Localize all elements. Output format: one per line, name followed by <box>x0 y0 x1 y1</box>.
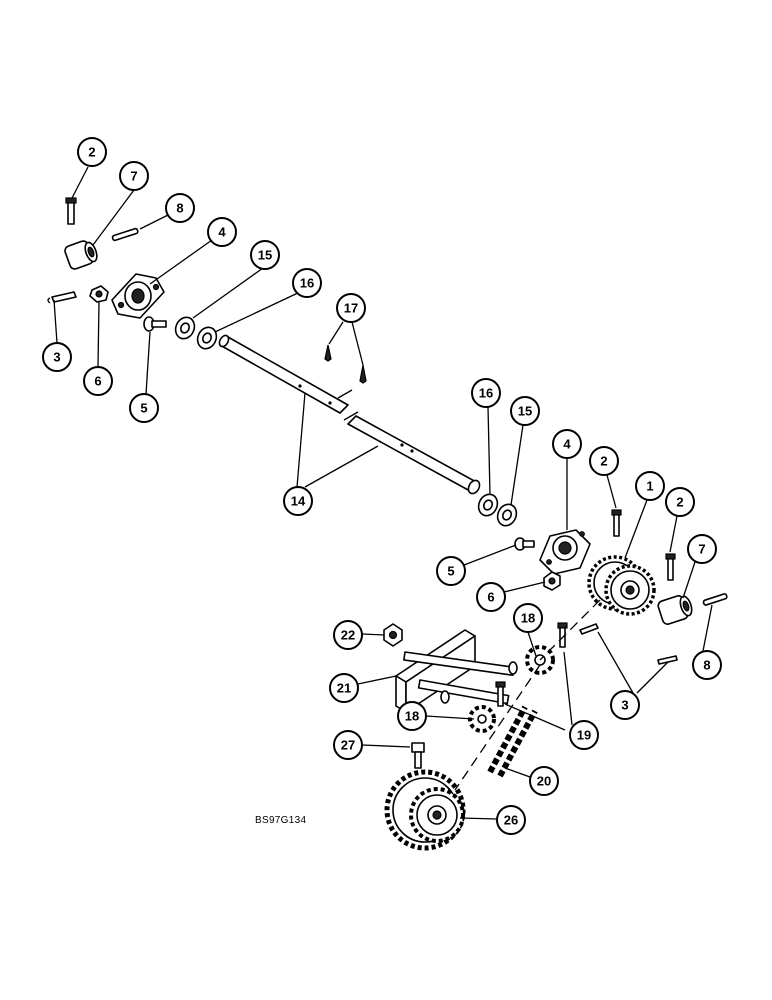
callout-balloon: 5 <box>436 556 466 586</box>
svg-text:16: 16 <box>300 276 314 291</box>
assembly-line-a <box>539 599 601 661</box>
callout-balloon: 27 <box>333 730 363 760</box>
cotter-pin-right-a <box>579 623 599 635</box>
callout-balloon: 18 <box>397 701 427 731</box>
svg-text:8: 8 <box>703 658 710 673</box>
screws-17 <box>324 344 367 384</box>
svg-text:3: 3 <box>53 350 60 365</box>
callout-balloon: 16 <box>292 268 322 298</box>
bolt-upper-left <box>65 197 77 225</box>
svg-text:5: 5 <box>140 401 147 416</box>
callout-balloon: 21 <box>329 673 359 703</box>
sprocket-lower <box>384 769 466 851</box>
svg-text:27: 27 <box>341 738 355 753</box>
idler-bracket <box>395 629 518 713</box>
callout-balloon: 2 <box>77 137 107 167</box>
washer-right-16 <box>477 493 499 517</box>
callout-balloon: 1 <box>635 471 665 501</box>
callout-balloon: 22 <box>333 620 363 650</box>
bolt-27 <box>411 742 425 769</box>
nut-upper-left <box>89 285 109 303</box>
roll-pin-right <box>702 593 728 606</box>
callout-balloon: 17 <box>336 293 366 323</box>
svg-text:4: 4 <box>218 225 226 240</box>
figure-reference-code: BS97G134 <box>255 815 307 826</box>
washer-upper-left-16 <box>196 326 218 350</box>
svg-text:4: 4 <box>563 437 571 452</box>
callout-balloon: 18 <box>513 603 543 633</box>
callout-balloon: 15 <box>510 396 540 426</box>
assembly-line-b <box>454 664 541 791</box>
svg-text:5: 5 <box>447 564 454 579</box>
callout-balloon: 3 <box>42 342 72 372</box>
svg-text:8: 8 <box>176 201 183 216</box>
nut-right <box>543 571 561 591</box>
cotter-pin-upper-left <box>47 291 77 304</box>
callout-balloon: 4 <box>552 429 582 459</box>
svg-text:18: 18 <box>405 709 419 724</box>
svg-text:6: 6 <box>94 374 101 389</box>
svg-text:19: 19 <box>577 728 591 743</box>
svg-text:7: 7 <box>130 169 137 184</box>
svg-text:21: 21 <box>337 681 351 696</box>
callout-balloon: 8 <box>692 650 722 680</box>
svg-text:14: 14 <box>291 494 306 509</box>
leader-lines <box>53 166 713 820</box>
svg-text:2: 2 <box>600 454 607 469</box>
svg-text:3: 3 <box>621 698 628 713</box>
svg-text:1: 1 <box>646 479 653 494</box>
svg-text:26: 26 <box>504 813 518 828</box>
svg-text:17: 17 <box>344 301 358 316</box>
callout-balloon: 16 <box>471 378 501 408</box>
callout-balloon: 14 <box>283 486 313 516</box>
cotter-pin-right-b <box>657 655 678 665</box>
svg-text:16: 16 <box>479 386 493 401</box>
carriage-bolt-right <box>514 537 535 551</box>
svg-text:2: 2 <box>88 145 95 160</box>
callout-balloon: 4 <box>207 217 237 247</box>
bearing-right <box>539 529 591 575</box>
nut-22 <box>383 623 403 647</box>
carriage-bolt-upper-left <box>143 316 167 332</box>
svg-text:15: 15 <box>258 248 272 263</box>
callout-balloon: 20 <box>529 766 559 796</box>
callout-balloon: 5 <box>129 393 159 423</box>
collar-upper-left <box>64 240 98 270</box>
svg-text:18: 18 <box>521 611 535 626</box>
callout-balloon: 6 <box>476 582 506 612</box>
shaft <box>218 334 481 495</box>
callout-balloon: 7 <box>687 534 717 564</box>
callout-balloon: 3 <box>610 690 640 720</box>
callout-balloon: 7 <box>119 161 149 191</box>
callout-balloon: 19 <box>569 720 599 750</box>
svg-text:15: 15 <box>518 404 532 419</box>
svg-text:2: 2 <box>676 495 683 510</box>
roller-chain <box>487 705 538 778</box>
callout-balloon: 26 <box>496 805 526 835</box>
bolt-right-a <box>611 509 622 537</box>
svg-text:6: 6 <box>487 590 494 605</box>
svg-text:22: 22 <box>341 628 355 643</box>
svg-text:20: 20 <box>537 774 551 789</box>
bearing-upper-left <box>111 273 165 319</box>
callout-balloon: 6 <box>83 366 113 396</box>
roll-pin-upper-left <box>111 227 139 242</box>
callout-balloon: 8 <box>165 193 195 223</box>
collar-right <box>657 595 693 625</box>
svg-text:7: 7 <box>698 542 705 557</box>
callout-balloon: 15 <box>250 240 280 270</box>
washer-right-15 <box>496 503 518 527</box>
callout-balloon: 2 <box>665 487 695 517</box>
washer-upper-left-15 <box>174 316 196 340</box>
bolt-right-b <box>665 553 676 581</box>
callout-balloon: 2 <box>589 446 619 476</box>
sprocket-upper-right <box>587 555 656 616</box>
